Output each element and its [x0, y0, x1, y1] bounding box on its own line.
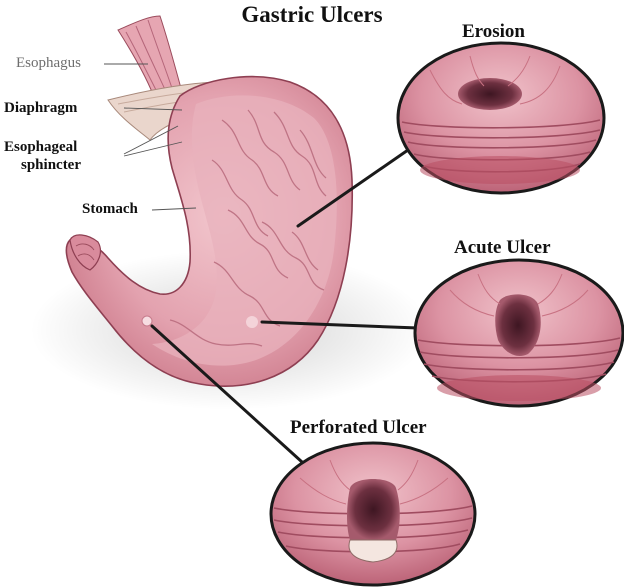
- perforated-ulcer-inset: [269, 441, 477, 587]
- esophagus-shape: [117, 15, 183, 103]
- pylorus-shape: [69, 234, 102, 271]
- inset-pointer-lines: [150, 148, 420, 464]
- page-title: Gastric Ulcers: [241, 2, 383, 27]
- label-esophagus: Esophagus: [16, 55, 81, 71]
- perforated-ulcer-crater: [347, 479, 400, 540]
- label-diaphragm: Diaphragm: [4, 100, 78, 116]
- acute-lesion-spot: [246, 316, 258, 328]
- acute-ulcer-crater: [495, 294, 541, 357]
- erosion-crater: [458, 78, 522, 110]
- rugae-folds: [169, 109, 327, 347]
- pylorus-folds: [75, 243, 95, 261]
- caption-erosion: Erosion: [462, 21, 526, 42]
- acute-ulcer-inset: [413, 258, 624, 408]
- erosion-inset: [396, 41, 606, 195]
- perforation-opening: [348, 539, 398, 563]
- label-sphincter: sphincter: [21, 157, 81, 173]
- label-leader-lines: [104, 63, 197, 211]
- label-stomach: Stomach: [82, 201, 138, 217]
- perforated-lesion-spot: [141, 315, 153, 327]
- caption-perforated-ulcer: Perforated Ulcer: [290, 417, 427, 438]
- caption-acute-ulcer: Acute Ulcer: [454, 237, 551, 258]
- label-esophageal: Esophageal: [4, 139, 78, 155]
- stomach-inner-surface: [152, 95, 337, 366]
